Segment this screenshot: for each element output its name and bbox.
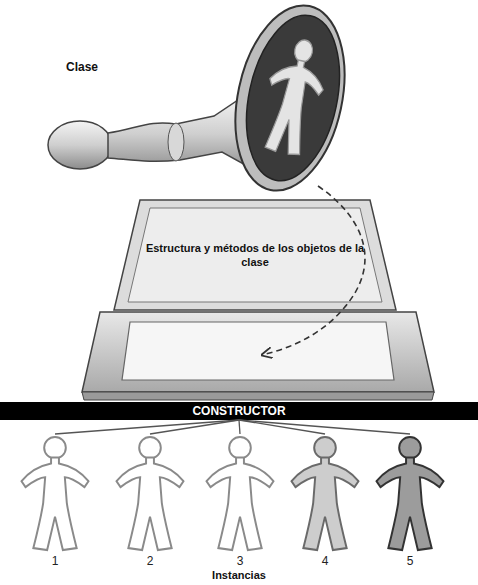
- callout-number: 3: [200, 554, 280, 568]
- scanner-lid: [112, 198, 398, 312]
- stamp-to-scanner-arrow: [262, 186, 365, 355]
- constructor-link: [55, 420, 239, 434]
- box-text: Estructura y métodos de los objetos de l…: [137, 198, 373, 312]
- scanner-base: [82, 312, 434, 400]
- class-label: Clase: [66, 60, 98, 74]
- constructor-link: [239, 420, 240, 434]
- constructor-link: [150, 420, 239, 434]
- callout-number: 4: [285, 554, 365, 568]
- instance-figure: [200, 434, 280, 554]
- instance-figure: [15, 434, 95, 554]
- instance-node: 4: [285, 434, 365, 568]
- constructor-link: [239, 420, 410, 434]
- scanner-box: Estructura y métodos de los objetos de l…: [112, 198, 398, 312]
- band-title: CONSTRUCTOR: [0, 402, 478, 420]
- instance-node: 2: [110, 434, 190, 568]
- instance-node: 5: [370, 434, 450, 568]
- instances-label: Instancias: [0, 569, 478, 581]
- callout-number: 5: [370, 554, 450, 568]
- instance-figure: [110, 434, 190, 554]
- instance-figure: [370, 434, 450, 554]
- callout-number: 2: [110, 554, 190, 568]
- rubber-stamp: [48, 0, 360, 201]
- instance-node: 3: [200, 434, 280, 568]
- constructor-link: [239, 420, 325, 434]
- callout-number: 1: [15, 554, 95, 568]
- instance-node: 1: [15, 434, 95, 568]
- instance-figure: [285, 434, 365, 554]
- constructor-band: CONSTRUCTOR: [0, 402, 478, 420]
